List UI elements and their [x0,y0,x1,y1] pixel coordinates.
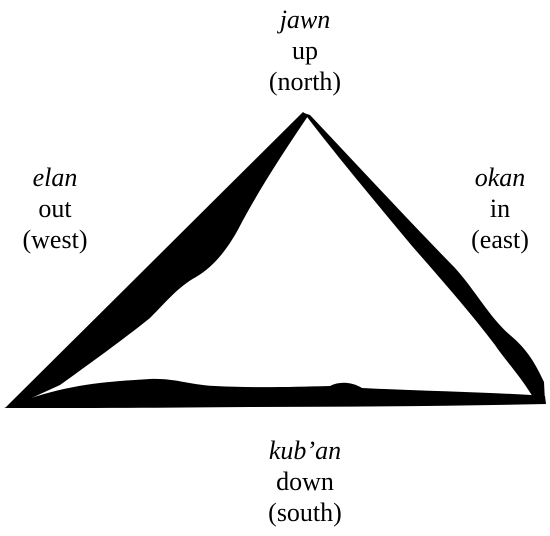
gloss-up: up [292,36,318,65]
triangle-left-side [6,112,308,407]
direction-east: (east) [471,225,529,254]
triangle-bottom-side [4,378,546,408]
direction-north: (north) [268,67,342,96]
term-elan: elan [32,163,78,192]
gloss-out: out [38,194,72,223]
direction-west: (west) [22,225,88,254]
term-okan: okan [474,163,526,192]
direction-south: (south) [268,498,342,527]
direction-label-out: elan out (west) [0,162,110,255]
gloss-down: down [276,467,334,496]
direction-label-down: kub’an down (south) [235,435,375,528]
triangle-right-side [304,113,545,402]
gloss-in: in [489,194,511,223]
term-jawn: jawn [279,5,331,34]
direction-label-in: okan in (east) [450,162,550,255]
direction-label-up: jawn up (north) [235,4,375,97]
term-kuban: kub’an [268,436,342,465]
